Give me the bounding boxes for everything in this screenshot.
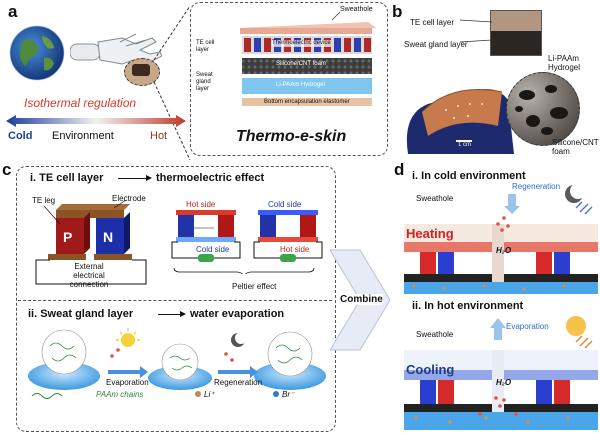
skin-patch-texture [132,64,150,76]
regeneration-label-d: Regeneration [512,182,561,191]
panel-c-label: c [2,160,12,179]
earth-globe [8,24,66,82]
hot-env-title: ii. In hot environment [412,300,524,312]
hot-side-label-right: Hot side [280,245,310,254]
hot-side-label-left: Hot side [186,200,216,209]
cold-scene-diagram [404,184,598,294]
cold-side-label-right: Cold side [268,200,302,209]
peltier-diagram [171,210,323,274]
combine-label: Combine [340,294,383,305]
hydrogel-label-b: Li-PAAm Hydrogel [548,54,581,72]
section-ii-arrow [158,314,182,315]
thermo-e-skin-title: Thermo-e-skin [236,128,347,145]
cold-env-title: i. In cold environment [412,170,526,182]
panel-a-label: a [8,2,18,21]
te-block [364,38,371,52]
sweathole-label: Sweathole [340,6,373,13]
cold-label: Cold [8,130,33,142]
sweathole-label-hot: Sweathole [416,330,454,339]
heating-label: Heating [406,226,454,241]
electrode-label: Electrode [112,194,146,203]
layer-label-bottom: Bottom encapsulation elastomer [264,99,350,105]
p-leg-label: P [63,229,73,245]
sweat-gland-layer-label: Sweat gland layer [196,72,213,92]
pointer-lines-b [460,19,493,43]
environment-label: Environment [52,130,114,142]
te-block [354,38,361,52]
cold-side-label-left: Cold side [196,245,230,254]
te-block [334,38,341,52]
scale-bar-label: 1 cm [458,142,472,148]
hot-scene-diagram [404,314,598,430]
hydrogel-evaporation-diagram [28,328,326,399]
temperature-gradient-arrow [6,114,186,127]
panel-d-label: d [394,160,405,179]
scale-bar [456,140,472,142]
foam-micrograph-circle [506,72,580,146]
te-module-diagram [35,200,147,285]
h2o-label-hot: H₂O [496,378,512,387]
layer-label-te-device: Thermoelectric device [272,40,331,47]
layer-label-elastomer: Breathable encapsulation elastomer [258,19,354,25]
te-block [244,38,251,52]
te-block [254,38,261,52]
sample-cross-section-photo [490,10,542,56]
layer-label-hydrogel: Li-PAAm Hydrogel [276,82,325,88]
layer-label-foam: Silicone/CNT foam [276,61,326,67]
br-ion-label: Br⁻ [282,390,295,399]
h2o-label-cold: H₂O [496,246,512,255]
section-i-arrowhead [146,175,152,181]
sweathole-label-cold: Sweathole [416,194,454,203]
te-cell-layer-label-b: TE cell layer [410,18,455,27]
evaporation-label-d: Evaporation [506,322,549,331]
evaporation-label-c: Evaporation [106,378,149,387]
cooling-label: Cooling [406,362,455,377]
hand-holding-device-photo [398,60,518,154]
section-ii-arrowhead [180,311,186,317]
regeneration-label-c: Regeneration [214,378,263,387]
te-leg-label: TE leg [32,196,56,205]
isothermal-regulation-caption: Isothermal regulation [24,96,137,110]
li-ion-label: Li⁺ [204,390,215,399]
sweat-gland-layer-label-b: Sweat gland layer [404,40,468,49]
section-i-title: i. TE cell layer [30,172,104,184]
te-cell-layer-label: TE cell layer [196,40,215,53]
hot-label: Hot [150,130,168,142]
peltier-effect-label: Peltier effect [232,282,277,291]
panel-b-label: b [392,2,403,21]
te-block [264,38,271,52]
layer-stack [240,11,376,106]
te-block [344,38,351,52]
paam-chains-label: PAAm chains [96,390,144,399]
external-connection-label: External electrical connection [69,262,109,289]
robotic-hand-illustration [69,24,163,80]
section-i-result: thermoelectric effect [156,172,265,184]
panel-c-divider [18,300,332,301]
foam-label-b: Silicone/CNT foam [552,138,599,156]
section-ii-result: water evaporation [190,308,285,320]
section-i-arrow [118,178,148,179]
n-leg-label: N [103,229,114,245]
section-ii-title: ii. Sweat gland layer [28,308,134,320]
